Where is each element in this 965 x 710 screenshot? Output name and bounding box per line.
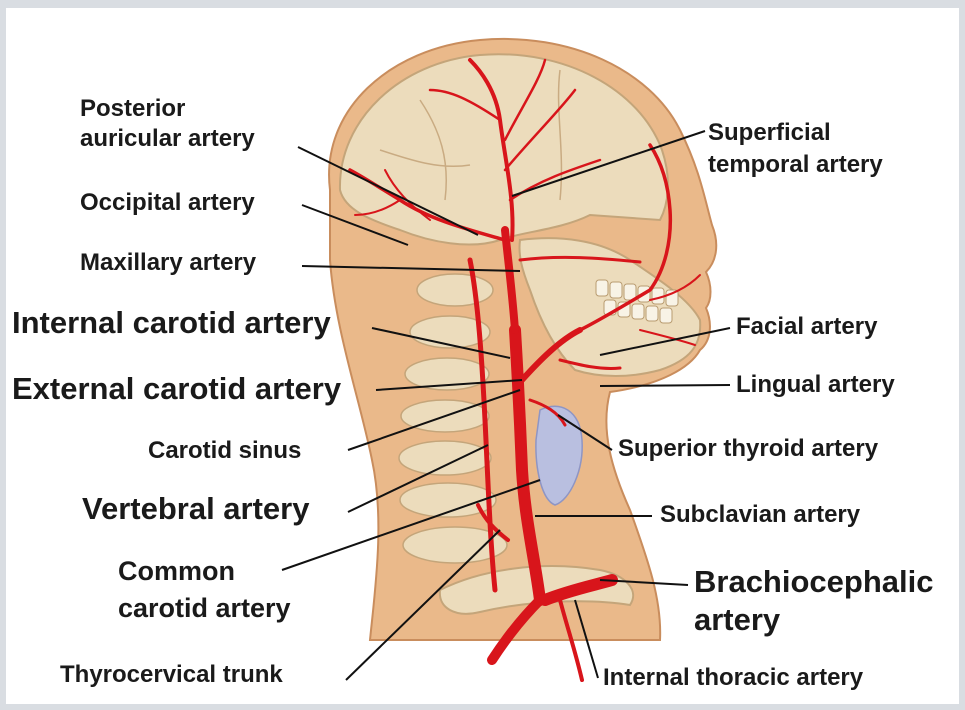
label-carotid-sinus: Carotid sinus (148, 438, 301, 465)
label-superior-thyroid-artery: Superior thyroid artery (618, 436, 878, 463)
label-lingual-artery: Lingual artery (736, 372, 895, 399)
label-facial-artery: Facial artery (736, 314, 877, 341)
label-internal-carotid-artery: Internal carotid artery (12, 306, 331, 341)
label-internal-thoracic-artery: Internal thoracic artery (603, 665, 863, 692)
label-brachiocephalic-line2: artery (694, 603, 780, 638)
label-external-carotid-artery: External carotid artery (12, 372, 341, 407)
label-occipital-artery: Occipital artery (80, 190, 255, 217)
label-brachiocephalic-line1: Brachiocephalic (694, 565, 933, 600)
label-superficial-temporal-line2: temporal artery (708, 152, 883, 179)
label-common-carotid-line2: carotid artery (118, 593, 291, 623)
label-thyrocervical-trunk: Thyrocervical trunk (60, 662, 283, 689)
label-superficial-temporal-line1: Superficial (708, 120, 831, 147)
leader-lingual (600, 385, 730, 386)
label-common-carotid-line1: Common (118, 556, 235, 586)
label-maxillary-artery: Maxillary artery (80, 250, 256, 277)
label-posterior-auricular-line2: auricular artery (80, 126, 255, 153)
label-vertebral-artery: Vertebral artery (82, 492, 309, 527)
label-posterior-auricular-line1: Posterior (80, 96, 185, 123)
label-subclavian-artery: Subclavian artery (660, 502, 860, 529)
